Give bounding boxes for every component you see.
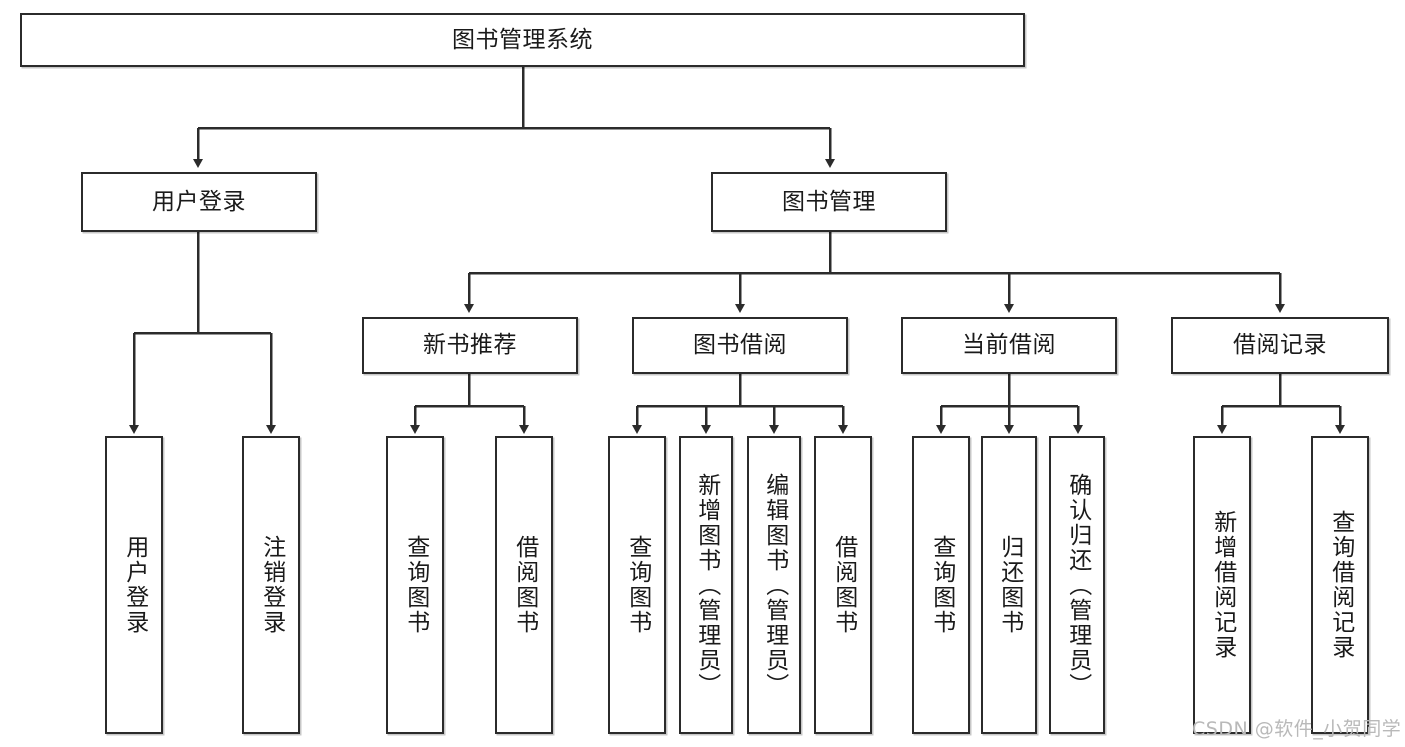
leaf-current-borrow-0-label: 查询图书 [928, 535, 955, 635]
leaf-new-book-1-label: 借阅图书 [511, 535, 538, 635]
csdn-watermark: CSDN @软件_小贺同学 [1192, 718, 1402, 740]
leaf-current-borrow-0[interactable]: 查询图书 [912, 436, 970, 734]
leaf-current-borrow-1-label: 归还图书 [996, 535, 1023, 635]
node-new-book-recommend[interactable]: 新书推荐 [362, 317, 578, 374]
leaf-user-login-0-label: 用户登录 [121, 535, 148, 635]
leaf-new-book-1[interactable]: 借阅图书 [495, 436, 553, 734]
leaf-new-book-0-label: 查询图书 [402, 535, 429, 635]
node-root[interactable]: 图书管理系统 [20, 13, 1025, 67]
node-book-manage[interactable]: 图书管理 [711, 172, 947, 232]
leaf-borrow-record-1[interactable]: 查询借阅记录 [1311, 436, 1369, 734]
leaf-user-login-0[interactable]: 用户登录 [105, 436, 163, 734]
leaf-book-borrow-1[interactable]: 新增图书（管理员） [679, 436, 733, 734]
node-root-label: 图书管理系统 [452, 26, 593, 53]
node-borrow-record[interactable]: 借阅记录 [1171, 317, 1389, 374]
node-user-login[interactable]: 用户登录 [81, 172, 317, 232]
leaf-user-login-1-label: 注销登录 [258, 535, 285, 635]
leaf-new-book-0[interactable]: 查询图书 [386, 436, 444, 734]
node-current-borrow[interactable]: 当前借阅 [901, 317, 1117, 374]
leaf-book-borrow-2[interactable]: 编辑图书（管理员） [747, 436, 801, 734]
node-new-book-recommend-label: 新书推荐 [423, 332, 517, 359]
leaf-book-borrow-0-label: 查询图书 [624, 535, 651, 635]
node-borrow-record-label: 借阅记录 [1233, 332, 1327, 359]
leaf-borrow-record-0-label: 新增借阅记录 [1209, 510, 1236, 660]
leaf-book-borrow-2-label: 编辑图书（管理员） [761, 472, 788, 698]
node-book-manage-label: 图书管理 [782, 188, 876, 215]
leaf-user-login-1[interactable]: 注销登录 [242, 436, 300, 734]
leaf-book-borrow-0[interactable]: 查询图书 [608, 436, 666, 734]
leaf-borrow-record-1-label: 查询借阅记录 [1327, 510, 1354, 660]
node-book-borrow[interactable]: 图书借阅 [632, 317, 848, 374]
leaf-current-borrow-1[interactable]: 归还图书 [981, 436, 1037, 734]
leaf-current-borrow-2-label: 确认归还（管理员） [1064, 472, 1091, 698]
leaf-book-borrow-1-label: 新增图书（管理员） [693, 472, 720, 698]
leaf-book-borrow-3[interactable]: 借阅图书 [814, 436, 872, 734]
node-user-login-label: 用户登录 [152, 188, 246, 215]
node-book-borrow-label: 图书借阅 [693, 332, 787, 359]
leaf-current-borrow-2[interactable]: 确认归还（管理员） [1049, 436, 1105, 734]
node-current-borrow-label: 当前借阅 [962, 332, 1056, 359]
leaf-book-borrow-3-label: 借阅图书 [830, 535, 857, 635]
leaf-borrow-record-0[interactable]: 新增借阅记录 [1193, 436, 1251, 734]
